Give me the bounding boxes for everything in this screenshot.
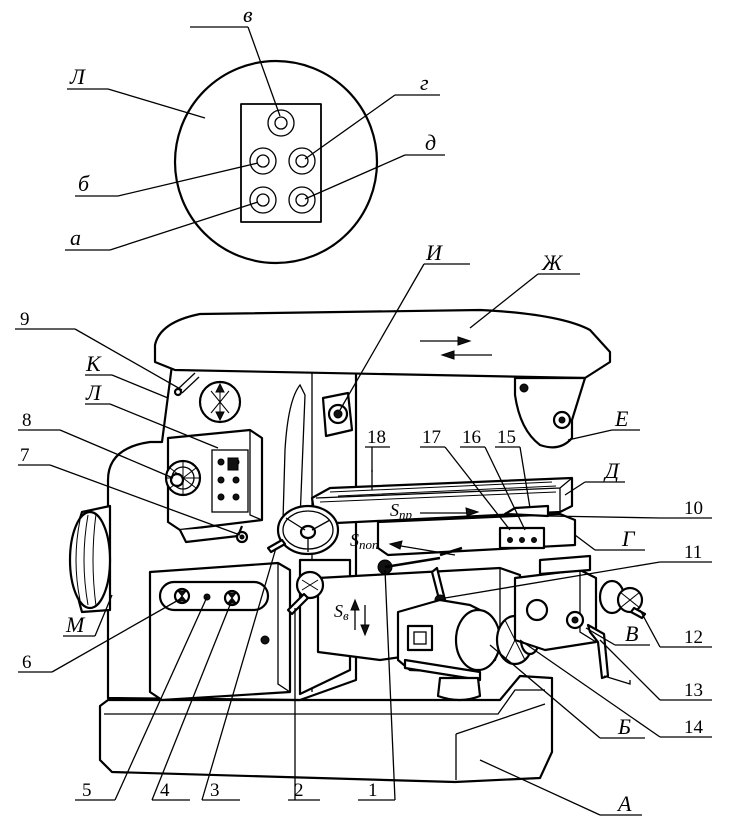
control-panel-detail-icon [173,59,379,265]
panel-button-d [288,186,316,214]
label-16: 16 [462,427,481,448]
label-10: 10 [684,498,703,519]
number-labels: 9 8 7 18 17 16 15 10 11 12 6 13 14 5 4 3… [20,309,704,801]
label-6: 6 [22,652,32,673]
label-a: а [70,225,81,250]
label-12: 12 [684,627,703,648]
speed-selector-panel [166,428,264,544]
speed-knob-8 [164,459,202,497]
label-K: К [85,351,102,376]
detail-leaders [65,26,445,251]
label-V: В [625,621,638,646]
handwheel-icon [266,504,340,556]
label-d: д [425,130,436,155]
lever-9 [173,372,200,397]
label-G: Г [621,526,636,551]
label-A: А [616,791,632,816]
feed-vertical-label: Sв [334,601,349,623]
label-Zh: Ж [541,250,563,275]
machine-base [98,674,554,784]
letter-labels: в г Л д б а И Ж К Л Е Д Г М В Б А [65,2,638,816]
work-table [310,470,577,557]
saddle-block [513,554,647,685]
label-M: М [65,612,86,637]
label-I: И [425,240,443,265]
label-L-top: Л [69,64,86,89]
label-9: 9 [20,309,30,330]
label-11: 11 [684,542,702,563]
label-B: Б [617,714,631,739]
label-2: 2 [294,780,304,801]
spindle-speed-dial-icon [198,380,242,424]
arbor-support [513,376,587,449]
panel-button-g [288,147,316,175]
cross-feed-arrow [388,540,463,557]
overarm [153,308,612,380]
label-18: 18 [367,427,386,448]
label-g: г [420,70,429,95]
panel-button-b [249,147,277,175]
feed-cross-label: Sпоп [350,530,379,552]
label-13: 13 [684,680,703,701]
label-4: 4 [160,780,170,801]
label-leaders [15,263,712,816]
label-v: в [243,2,253,27]
label-17: 17 [422,427,441,448]
label-7: 7 [20,445,30,466]
label-15: 15 [497,427,516,448]
label-1: 1 [368,780,378,801]
label-D: Д [603,458,620,483]
feed-longitudinal-label: Sпр [390,500,413,522]
label-E: Е [614,406,629,431]
feed-labels: Sпр Sпоп Sв [334,500,413,623]
label-b: б [78,171,90,196]
label-L-panel: Л [85,380,102,405]
label-5: 5 [82,780,92,801]
label-8: 8 [22,410,32,431]
main-motor [68,504,112,614]
feed-gearbox [396,598,541,702]
panel-button-a [249,186,277,214]
label-14: 14 [684,717,704,738]
panel-button-v [267,109,295,137]
spindle-nose [321,391,354,438]
label-3: 3 [210,780,220,801]
